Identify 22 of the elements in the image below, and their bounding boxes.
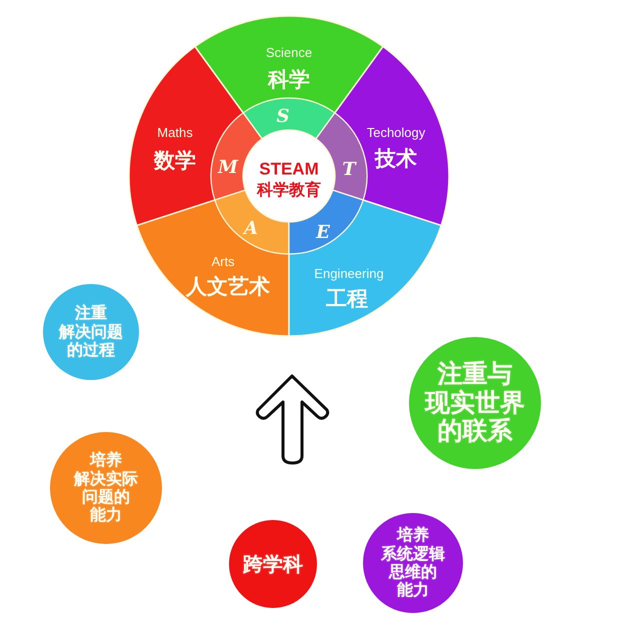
ring-letter: E bbox=[316, 223, 330, 243]
subject-label: Arts bbox=[211, 254, 235, 270]
ring-letter: T bbox=[342, 160, 356, 180]
subject-label: Maths bbox=[157, 126, 193, 140]
ring-letter: M bbox=[218, 158, 238, 178]
topic-text: 培养解决实际问题的能力 bbox=[74, 451, 138, 525]
ring-letter: A bbox=[244, 219, 258, 239]
subject-title: 人文艺术 bbox=[186, 275, 270, 299]
topic-text: 跨学科 bbox=[243, 552, 303, 576]
subject-title: 工程 bbox=[326, 287, 368, 311]
center-title: STEAM bbox=[259, 160, 319, 180]
topic-text: 培养系统逻辑思维的能力 bbox=[381, 526, 445, 600]
topic-text: 注重与现实世界的联系 bbox=[425, 360, 525, 446]
subject-title: 数学 bbox=[154, 149, 196, 173]
subject-title: 技术 bbox=[375, 147, 417, 171]
ring-letter: S bbox=[276, 107, 290, 127]
topic-text: 注重解决问题的过程 bbox=[59, 304, 123, 360]
subject-title: 科学 bbox=[268, 68, 310, 92]
subject-label: Techology bbox=[366, 126, 426, 140]
subject-label: Science bbox=[266, 46, 312, 60]
center-subtitle: 科学教育 bbox=[257, 181, 321, 199]
subject-label: Engineering bbox=[314, 266, 384, 282]
